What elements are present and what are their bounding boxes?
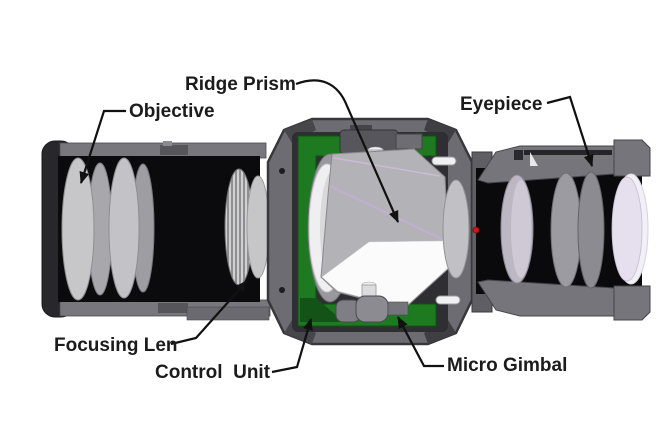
label-eyepiece: Eyepiece bbox=[460, 94, 543, 115]
leader-eyepiece bbox=[546, 95, 594, 167]
leader-micro-gimbal bbox=[397, 316, 444, 368]
focusing-lens-element bbox=[246, 175, 270, 279]
eyepiece-barrel bbox=[442, 139, 651, 321]
objective-barrel bbox=[41, 140, 271, 321]
leader-control-unit bbox=[271, 318, 313, 374]
red-indicator-dot bbox=[472, 226, 480, 234]
leader-focusing-len bbox=[170, 280, 248, 346]
leader-lines bbox=[79, 79, 594, 374]
label-ridge-prism: Ridge Prism bbox=[185, 74, 296, 95]
label-focusing-len: Focusing Len bbox=[54, 335, 178, 356]
leader-ridge-prism bbox=[295, 79, 400, 223]
eyepiece-lens-group bbox=[442, 171, 649, 289]
hinge-pin-bottom bbox=[435, 295, 461, 305]
micro-gimbal-assembly bbox=[335, 281, 409, 323]
objective-lens-group bbox=[61, 157, 155, 301]
label-control-unit: Control Unit bbox=[155, 362, 271, 383]
label-objective: Objective bbox=[129, 101, 215, 122]
hinge-pin-top bbox=[431, 156, 457, 166]
ridge-prism-glass bbox=[320, 148, 450, 310]
knurled-focus-ring bbox=[224, 168, 254, 286]
label-micro-gimbal: Micro Gimbal bbox=[447, 355, 568, 376]
prism-housing bbox=[266, 117, 474, 346]
leader-objective bbox=[79, 109, 126, 184]
prism-drive-block bbox=[339, 125, 423, 155]
